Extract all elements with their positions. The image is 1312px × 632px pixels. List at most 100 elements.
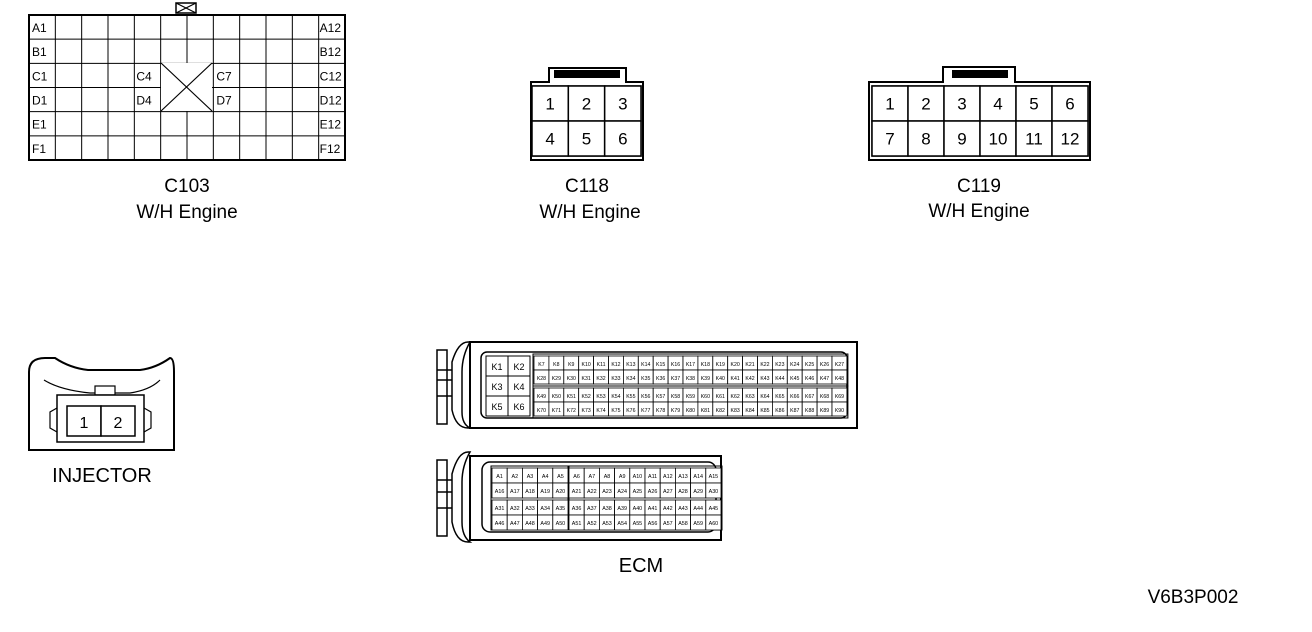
ecm-pin-label: K70	[537, 408, 546, 414]
ecm-pin-label: A59	[693, 521, 703, 527]
ecm-pin-label: A7	[589, 474, 596, 480]
ecm-pin-label: A11	[648, 474, 657, 480]
c119-pin-label: 4	[993, 95, 1002, 114]
ecm-pin-label: K82	[716, 408, 725, 414]
ecm-pin-label: K60	[701, 394, 710, 400]
ecm-pin-label: A30	[709, 489, 719, 495]
ecm-pin-label: K40	[716, 376, 725, 382]
c103-pin-label: D1	[32, 94, 48, 108]
ecm-pin-label: K38	[686, 376, 695, 382]
ecm-pin-label: A60	[709, 521, 719, 527]
ecm-k-lever	[451, 341, 472, 429]
ecm-pin-label: K33	[611, 376, 620, 382]
c103-pin-label: C12	[320, 69, 342, 83]
c103-id: C103	[164, 176, 209, 197]
ecm-pin-label: K61	[716, 394, 725, 400]
ecm-pin-label: K3	[491, 382, 502, 392]
ecm-pin-label: K42	[745, 376, 754, 382]
ecm-pin-label: K6	[513, 402, 524, 412]
ecm-pin-label: K44	[775, 376, 784, 382]
figure-code: V6B3P002	[1148, 587, 1239, 608]
ecm-pin-label: K66	[790, 394, 799, 400]
c119-pin-cavity	[1051, 120, 1089, 157]
ecm-a-cavity	[552, 514, 569, 531]
ecm-pin-label: K13	[626, 362, 635, 368]
c119-pin-cavity	[1051, 85, 1089, 122]
injector-pin-2-cavity	[100, 405, 136, 437]
ecm-pin-label: K32	[596, 376, 605, 382]
ecm-k-clip	[436, 349, 452, 425]
injector-pin-1-cavity	[66, 405, 102, 437]
ecm-pin-label: K34	[626, 376, 635, 382]
ecm-pin-label: K16	[671, 362, 680, 368]
ecm-pin-label: K35	[641, 376, 650, 382]
c119-pin-label: 12	[1061, 130, 1080, 149]
ecm-pin-label: K22	[760, 362, 769, 368]
ecm-pin-label: A6	[573, 474, 580, 480]
c103-pin-label: D7	[216, 94, 232, 108]
ecm-pin-label: K49	[537, 394, 546, 400]
ecm-pin-label: K46	[805, 376, 814, 382]
ecm-a-clip	[436, 459, 452, 537]
c119-pin-label: 9	[957, 130, 966, 149]
ecm-pin-label: K43	[760, 376, 769, 382]
ecm-pin-label: A24	[617, 489, 627, 495]
ecm-pin-label: K25	[805, 362, 814, 368]
ecm-pin-label: K1	[491, 362, 502, 372]
ecm-pin-label: A46	[495, 521, 505, 527]
c103-pin-label: A1	[32, 21, 47, 35]
ecm-pin-label: A5	[557, 474, 564, 480]
ecm-a-cavity	[705, 514, 722, 531]
ecm-pin-label: K2	[513, 362, 524, 372]
ecm-pin-label: K69	[835, 394, 844, 400]
ecm-pin-label: A10	[633, 474, 643, 480]
ecm-pin-label: A12	[663, 474, 673, 480]
ecm-pin-label: K47	[820, 376, 829, 382]
ecm-pin-label: A9	[619, 474, 626, 480]
ecm-pin-label: A28	[678, 489, 688, 495]
c118-pin-label: 6	[618, 130, 627, 149]
ecm-pin-label: A32	[510, 506, 520, 512]
ecm-pin-label: K45	[790, 376, 799, 382]
ecm-pin-label: K53	[596, 394, 605, 400]
ecm-pin-label: K75	[611, 408, 620, 414]
ecm-pin-label: A34	[540, 506, 550, 512]
ecm-a-lever	[451, 451, 473, 543]
ecm-pin-label: K26	[820, 362, 829, 368]
c103-pin-label: E1	[32, 118, 47, 132]
ecm-pin-label: A22	[587, 489, 597, 495]
ecm-pin-label: K88	[805, 408, 814, 414]
ecm-pin-label: K36	[656, 376, 665, 382]
ecm-pin-label: K78	[656, 408, 665, 414]
c103-cavity-cross	[160, 62, 213, 112]
ecm-pin-label: A33	[525, 506, 535, 512]
ecm-pin-label: A14	[693, 474, 703, 480]
ecm-pin-label: K30	[567, 376, 576, 382]
c103-pin-label: D4	[136, 94, 152, 108]
c118-lock-tab	[554, 70, 620, 78]
ecm-pin-label: K54	[611, 394, 620, 400]
c119-pin-cavity	[979, 120, 1017, 157]
ecm-pin-label: K4	[513, 382, 524, 392]
ecm-pin-label: K14	[641, 362, 650, 368]
ecm-pin-label: A29	[693, 489, 703, 495]
c103-pin-label: A12	[320, 21, 342, 35]
ecm-pin-label: K9	[568, 362, 574, 368]
ecm-pin-label: K48	[835, 376, 844, 382]
ecm-pin-label: K50	[552, 394, 561, 400]
ecm-pin-label: K41	[731, 376, 740, 382]
ecm-pin-label: K64	[760, 394, 769, 400]
c118-harness: W/H Engine	[539, 202, 640, 223]
ecm-pin-label: K76	[626, 408, 635, 414]
c118-pin-label: 2	[582, 95, 591, 114]
ecm-pin-label: A54	[617, 521, 627, 527]
ecm-pin-label: A37	[587, 506, 597, 512]
ecm-pin-label: K27	[835, 362, 844, 368]
